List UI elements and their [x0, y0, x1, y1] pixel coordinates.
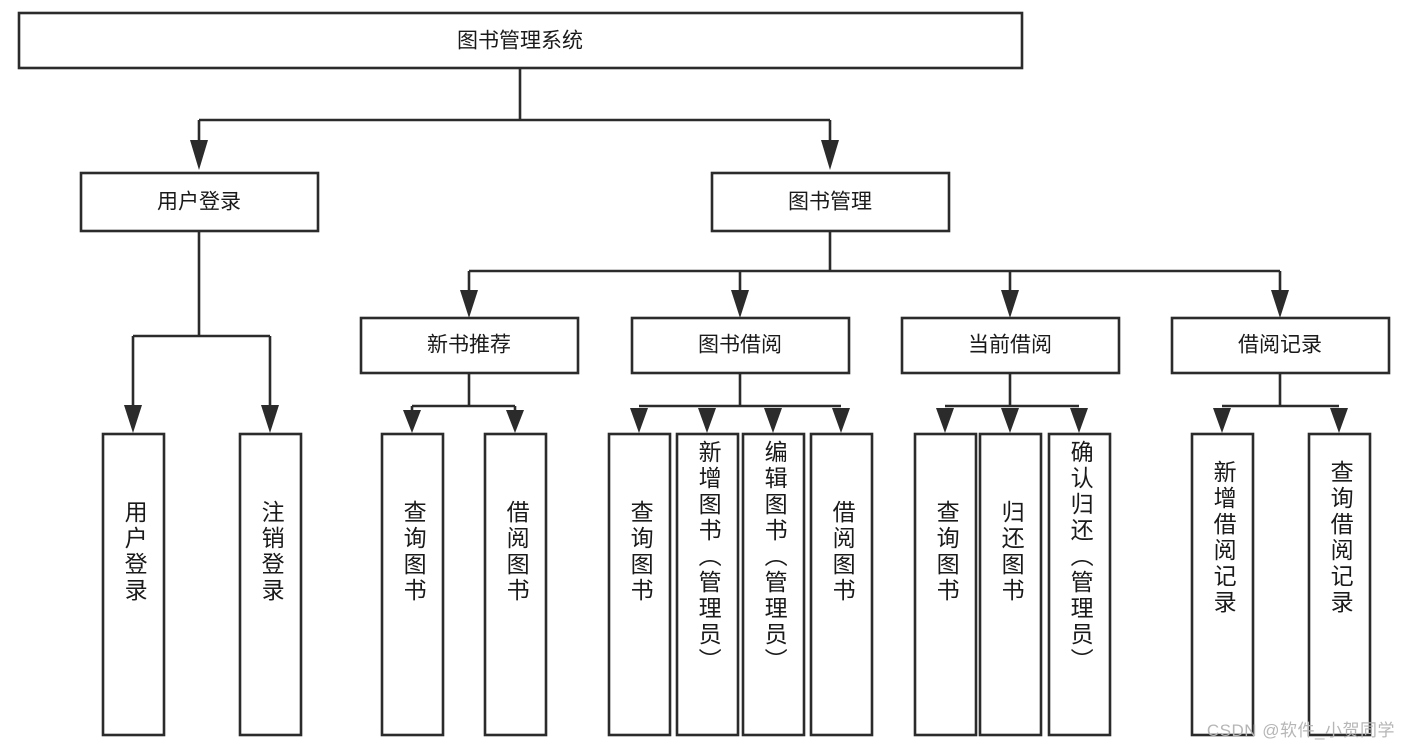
connector-new-book-to-leaves — [403, 373, 524, 433]
leaf-box-borrowrecord-2[interactable] — [1307, 432, 1372, 737]
arrow-leaf-user-login-2 — [261, 405, 279, 433]
book-management-label: 图书管理 — [788, 191, 872, 214]
connector-root-to-level2 — [190, 68, 839, 170]
arrow-to-current-borrow — [1001, 290, 1019, 318]
current-borrow-box[interactable] — [900, 316, 1121, 375]
arrow-leaf-currentborrow-1 — [936, 408, 954, 433]
node-root[interactable]: 图书管理系统 — [17, 11, 1024, 70]
node-book-borrow[interactable]: 图书借阅 — [630, 316, 851, 375]
user-login-label: 用户登录 — [157, 191, 241, 214]
arrow-leaf-newbook-1 — [403, 410, 421, 433]
node-new-book-recommend[interactable]: 新书推荐 — [359, 316, 580, 375]
node-current-borrow[interactable]: 当前借阅 — [900, 316, 1121, 375]
arrow-to-borrow-record — [1271, 290, 1289, 318]
leaf-box-currentborrow-3[interactable] — [1047, 432, 1112, 737]
new-book-recommend-label: 新书推荐 — [427, 334, 511, 357]
root-label: 图书管理系统 — [457, 30, 583, 53]
leaf-box-bookborrow-4[interactable] — [809, 432, 874, 737]
arrow-leaf-user-login-1 — [124, 405, 142, 433]
leaf-box-bookborrow-2[interactable] — [675, 432, 740, 737]
current-borrow-label: 当前借阅 — [968, 334, 1052, 357]
leaf-box-bookborrow-1[interactable] — [607, 432, 672, 737]
node-borrow-record[interactable]: 借阅记录 — [1170, 316, 1391, 375]
connector-user-login-to-leaves — [124, 231, 279, 433]
arrow-leaf-bookborrow-3 — [764, 408, 782, 433]
leaf-box-currentborrow-2[interactable] — [978, 432, 1043, 737]
leaf-box-user-login-1[interactable] — [101, 432, 166, 737]
arrow-leaf-currentborrow-2 — [1001, 408, 1019, 433]
arrow-leaf-currentborrow-3 — [1070, 408, 1088, 433]
leaf-box-borrowrecord-1[interactable] — [1190, 432, 1255, 737]
arrow-leaf-bookborrow-4 — [832, 408, 850, 433]
connector-book-borrow-to-leaves — [630, 373, 850, 433]
leaf-box-user-login-2[interactable] — [238, 432, 303, 737]
arrow-leaf-bookborrow-1 — [630, 408, 648, 433]
user-login-box[interactable] — [79, 171, 320, 233]
leaf-box-bookborrow-3[interactable] — [741, 432, 806, 737]
arrow-leaf-borrowrecord-2 — [1330, 408, 1348, 433]
csdn-watermark: CSDN @软件_小贺同学 — [1206, 721, 1395, 740]
node-user-login[interactable]: 用户登录 — [79, 171, 320, 233]
root-box[interactable] — [17, 11, 1024, 70]
arrow-to-book-mgmt — [821, 140, 839, 170]
node-book-management[interactable]: 图书管理 — [710, 171, 951, 233]
leaf-box-currentborrow-1[interactable] — [913, 432, 978, 737]
arrow-to-book-borrow — [731, 290, 749, 318]
connector-current-borrow-to-leaves — [936, 373, 1088, 433]
arrow-to-user-login — [190, 140, 208, 170]
arrow-leaf-borrowrecord-1 — [1213, 408, 1231, 433]
arrow-leaf-newbook-2 — [506, 410, 524, 433]
book-borrow-label: 图书借阅 — [698, 334, 782, 357]
connector-borrow-record-to-leaves — [1213, 373, 1348, 433]
leaf-box-newbook-1[interactable] — [380, 432, 445, 737]
arrow-leaf-bookborrow-2 — [698, 408, 716, 433]
connector-book-mgmt-to-level3 — [460, 231, 1289, 318]
borrow-record-label: 借阅记录 — [1238, 334, 1322, 357]
arrow-to-new-book — [460, 290, 478, 318]
new-book-recommend-box[interactable] — [359, 316, 580, 375]
leaf-box-newbook-2[interactable] — [483, 432, 548, 737]
